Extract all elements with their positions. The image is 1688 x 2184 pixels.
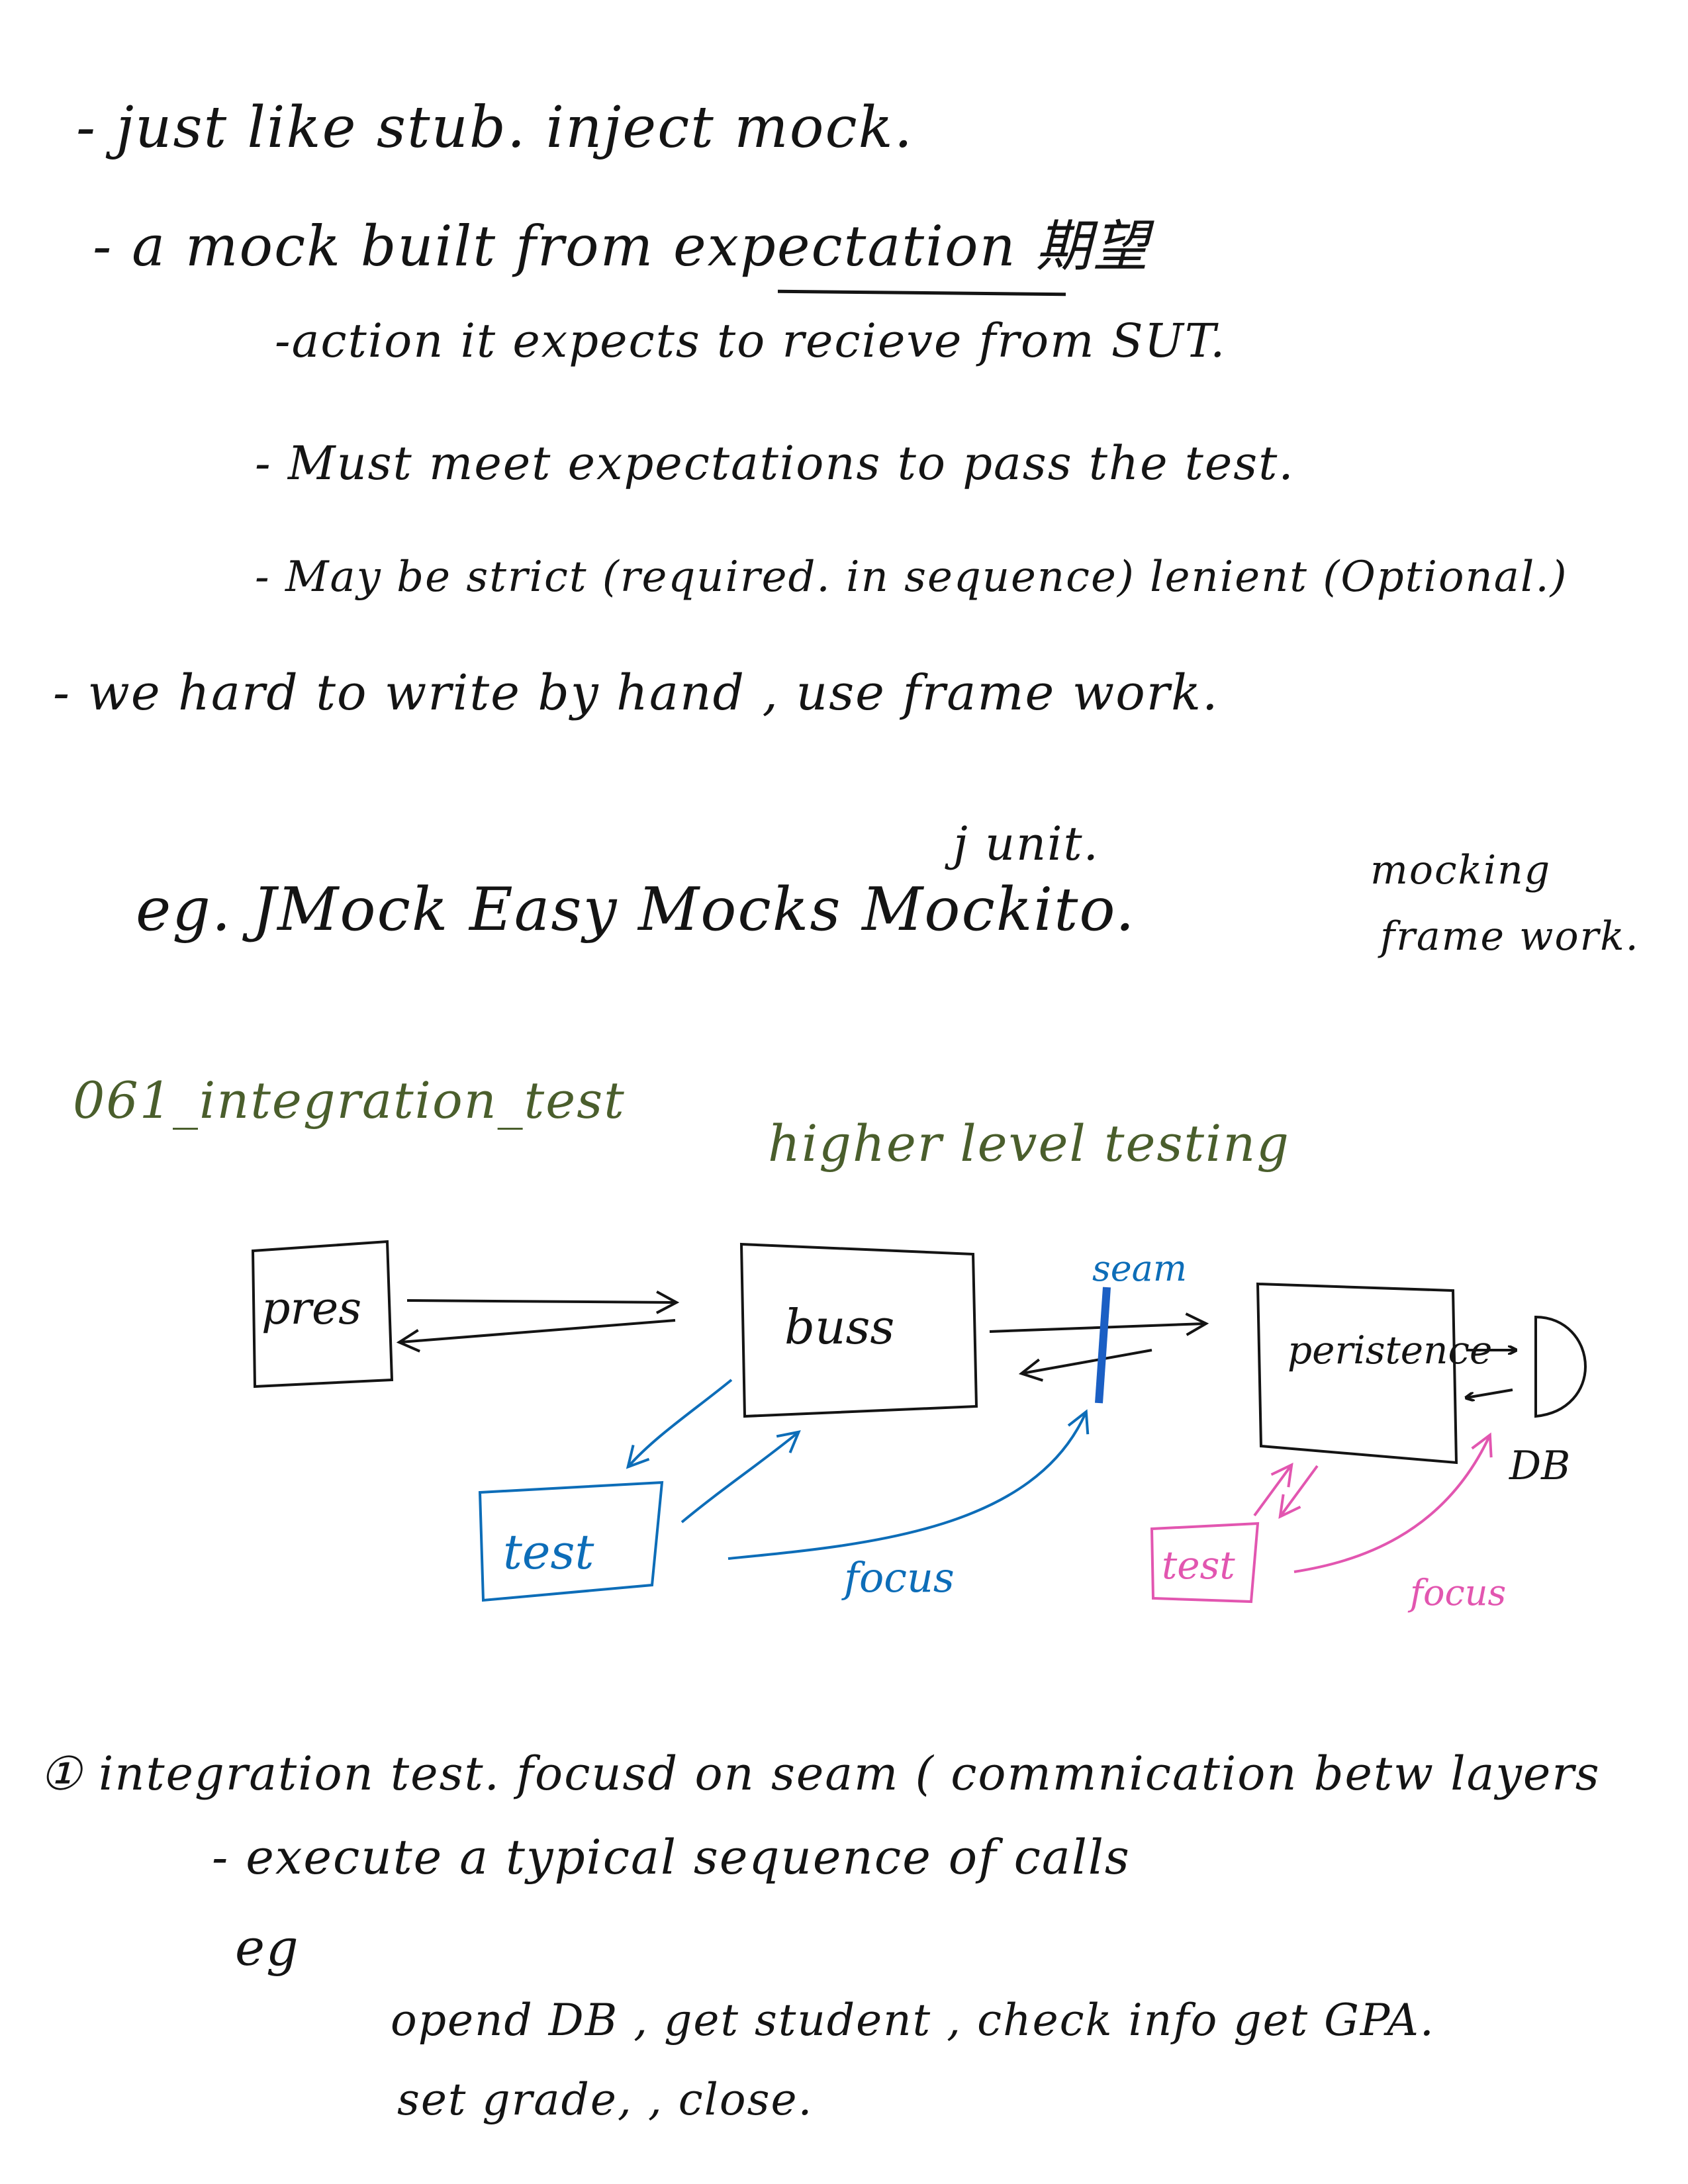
- arrow-test-blue-to-seam: [727, 1409, 1090, 1560]
- arrow-test-blue-to-buss: [680, 1430, 801, 1524]
- arrow-buss-to-pres: [396, 1319, 676, 1353]
- focus-label-blue: focus: [841, 1553, 955, 1602]
- arrow-test-pink-to-db-seam: [1293, 1432, 1493, 1573]
- section-title: 061_integration_test: [73, 1071, 626, 1130]
- test-box-pink: test: [1150, 1522, 1260, 1604]
- db-label: DB: [1509, 1443, 1570, 1489]
- note-line-2: - a mock built from expectation 期望: [93, 214, 1150, 279]
- bottom-line-3: eg: [235, 1918, 300, 1977]
- db-symbol: [1534, 1315, 1587, 1418]
- note-line-6: - we hard to write by hand , use frame w…: [53, 664, 1219, 721]
- bottom-line-4: opend DB , get student , check info get …: [391, 1995, 1435, 2046]
- buss-box: buss: [739, 1242, 978, 1418]
- note-line-1: - just like stub. inject mock.: [76, 95, 914, 161]
- pres-box: pres: [251, 1240, 394, 1388]
- test-box-blue-label: test: [503, 1524, 594, 1580]
- bottom-line-5: set grade, , close.: [397, 2074, 814, 2125]
- note-line-3: -action it expects to recieve from SUT.: [275, 314, 1227, 368]
- note-line-4: - Must meet expectations to pass the tes…: [255, 436, 1295, 490]
- note-line-7: j unit.: [953, 817, 1100, 871]
- note-line-5: - May be strict (required. in sequence) …: [255, 553, 1568, 602]
- arrow-buss-to-test-blue: [626, 1379, 733, 1469]
- section-subtitle: higher level testing: [768, 1114, 1290, 1173]
- arrow-buss-to-persistence: [989, 1312, 1209, 1336]
- arrow-pink-up: [1253, 1462, 1293, 1517]
- arrow-pink-down: [1278, 1465, 1319, 1520]
- test-box-blue: test: [478, 1480, 664, 1602]
- note-line-10: frame work.: [1380, 913, 1640, 960]
- arrow-persistence-to-buss: [1018, 1349, 1152, 1382]
- test-box-pink-label: test: [1162, 1543, 1235, 1588]
- bottom-line-2: - execute a typical sequence of calls: [212, 1829, 1131, 1885]
- persistence-box: peristence: [1256, 1282, 1492, 1465]
- persistence-box-label: peristence: [1288, 1328, 1492, 1373]
- bottom-line-1: ① integration test. focusd on seam ( com…: [40, 1747, 1601, 1801]
- focus-label-pink: focus: [1407, 1572, 1506, 1614]
- note-line-8: eg. JMock Easy Mocks Mockito.: [136, 875, 1136, 944]
- arrow-pres-to-buss: [406, 1291, 680, 1314]
- arrow-db-to-persistence: [1466, 1388, 1513, 1398]
- note-line-9: mocking: [1370, 847, 1552, 893]
- buss-box-label: buss: [784, 1299, 894, 1355]
- seam-label: seam: [1092, 1248, 1187, 1289]
- seam-line: [1095, 1287, 1111, 1404]
- pres-box-label: pres: [261, 1283, 361, 1335]
